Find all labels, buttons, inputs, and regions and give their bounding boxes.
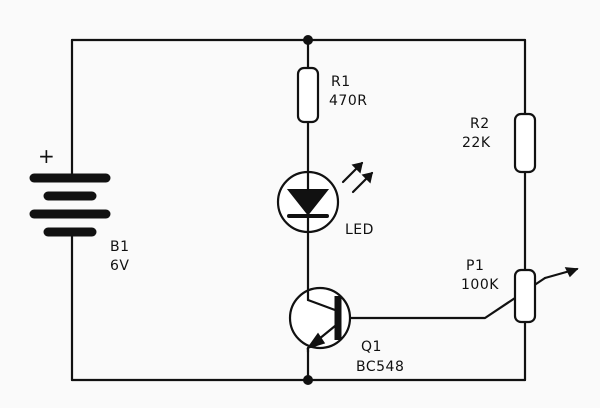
r1-resistor-symbol	[296, 66, 320, 124]
r2-resistor-symbol	[513, 112, 537, 174]
top-junction-dot	[303, 35, 313, 45]
battery-value-label: 6V	[110, 258, 129, 274]
q1-collector	[306, 298, 337, 312]
r1-ref-label: R1	[331, 74, 351, 90]
q1-value-label: BC548	[356, 359, 404, 375]
r2-ref-label: R2	[470, 116, 490, 132]
battery-ref-label: B1	[110, 239, 130, 255]
led-ref-label: LED	[345, 222, 374, 238]
q1-ref-label: Q1	[361, 339, 382, 355]
light-emission-arrows-icon	[341, 161, 374, 194]
p1-value-label: 100K	[461, 277, 499, 293]
q1-emitter-arrow	[306, 332, 326, 350]
battery-polarity-label: +	[38, 144, 55, 168]
r1-value-label: 470R	[329, 93, 367, 109]
p1-adjust-arrow-icon	[543, 267, 579, 280]
led-symbol	[276, 170, 340, 234]
battery-symbol	[29, 173, 111, 237]
q1-transistor-symbol	[288, 286, 352, 354]
r2-value-label: 22K	[462, 135, 491, 151]
p1-potentiometer-symbol	[513, 268, 537, 324]
bottom-junction-dot	[303, 375, 313, 385]
p1-ref-label: P1	[466, 258, 484, 274]
